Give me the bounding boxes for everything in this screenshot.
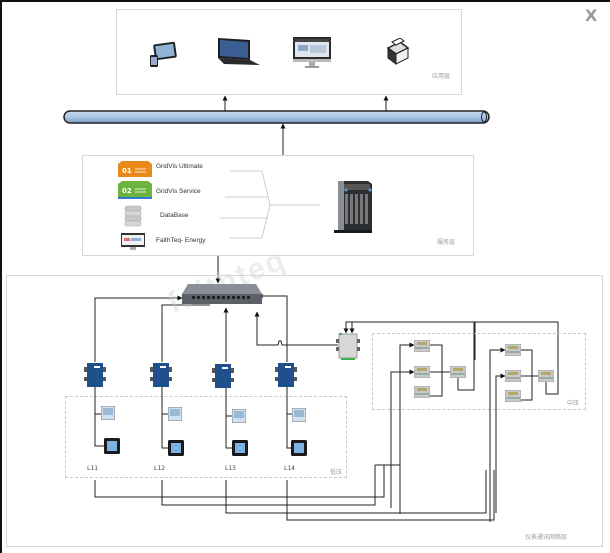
protocol-converter-icon: [336, 333, 360, 360]
relay-icon: [414, 340, 430, 352]
power-meter-icon: [292, 408, 306, 422]
relay-icon: [538, 370, 554, 382]
relay-icon: [414, 386, 430, 398]
relay-icon: [450, 366, 466, 378]
gridvis-ultimate-badge: 01: [122, 167, 132, 175]
gateway-icon: [275, 363, 297, 387]
feeder-label: L13: [225, 465, 236, 472]
power-meter-icon: [101, 406, 115, 420]
medium-voltage-label: 中压: [567, 400, 580, 407]
tablet-icon: [150, 41, 177, 67]
faithteq-energy-icon: [121, 233, 145, 250]
low-voltage-label: 低压: [330, 469, 343, 476]
laptop-icon: [218, 38, 260, 65]
gridvis-ultimate-icon: 01: [118, 161, 152, 177]
relay-icon: [505, 344, 521, 356]
power-analyzer-icon: [168, 440, 184, 456]
gateway-icon: [150, 363, 172, 387]
gridvis-service-icon: 02: [118, 181, 152, 199]
gateway-icon: [84, 363, 106, 387]
relay-icon: [505, 370, 521, 382]
feeder-label: L14: [284, 465, 295, 472]
gridvis-service-badge: 02: [122, 187, 132, 195]
power-meter-icon: [168, 407, 182, 421]
network-switch-icon: [182, 284, 262, 304]
power-meter-icon: [232, 409, 246, 423]
gridvis-ultimate-label: GridVis Ultimate: [156, 163, 203, 170]
service-layer: [82, 155, 474, 256]
meter-communication-layer-label: 仪表通讯网络层: [525, 534, 568, 541]
server-icon: [334, 181, 372, 233]
power-analyzer-icon: [104, 438, 120, 454]
faithteq-energy-label: FaithTeq- Energy: [156, 237, 206, 244]
close-button[interactable]: X: [585, 6, 598, 25]
relay-icon: [414, 366, 430, 378]
database-label: DataBase: [160, 212, 189, 219]
network-bus: [63, 110, 490, 124]
feeder-label: L12: [154, 465, 165, 472]
gateway-icon: [212, 364, 234, 388]
relay-icon: [505, 390, 521, 402]
power-analyzer-icon: [291, 440, 307, 456]
low-voltage-zone: [65, 396, 347, 478]
printer-icon: [386, 38, 410, 65]
service-layer-label: 服务层: [437, 239, 456, 246]
medium-voltage-zone: [372, 333, 586, 410]
gridvis-service-label: GridVis Service: [156, 188, 201, 195]
application-layer-label: 应用层: [432, 73, 451, 80]
monitor-icon: [293, 37, 331, 68]
power-analyzer-icon: [232, 440, 248, 456]
database-icon: [124, 205, 142, 227]
feeder-label: L11: [87, 465, 98, 472]
meter-communication-layer: [6, 275, 603, 547]
